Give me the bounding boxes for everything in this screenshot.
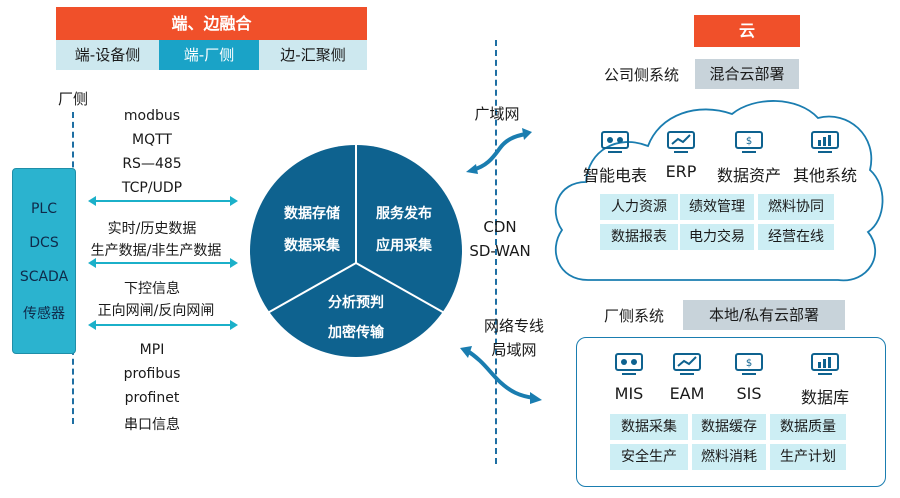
cloud-tag-performance: 绩效管理: [680, 194, 754, 220]
private-line-label: 网络专线: [483, 317, 544, 335]
eam-chart-icon: [673, 353, 701, 375]
proto-profinet: profinet: [124, 390, 180, 406]
network-dashed-line: [495, 40, 497, 464]
cdn-label: CDN: [483, 218, 517, 236]
data-asset-icon: $: [735, 131, 763, 153]
cloud-tag-power-trade: 电力交易: [680, 224, 754, 250]
cloud-title: 云: [694, 15, 800, 47]
tab-edge-aggregation[interactable]: 边-汇聚侧: [259, 40, 367, 70]
factory-system-mis: MIS: [614, 384, 644, 403]
svg-text:$: $: [746, 358, 752, 369]
hybrid-cloud-badge: 混合云部署: [695, 59, 799, 89]
svg-text:$: $: [746, 136, 752, 147]
proto-tcpudp: TCP/UDP: [121, 180, 183, 196]
device-dcs: DCS: [29, 235, 59, 251]
proto-serial: 串口信息: [124, 417, 180, 433]
control-info: 下控信息: [124, 281, 180, 297]
edge-fusion-title: 端、边融合: [56, 7, 367, 40]
circle-encryption: 加密传输: [328, 325, 384, 341]
cloud-system-data-asset: 数据资产: [716, 166, 781, 185]
cloud-tag-operation: 经营在线: [758, 224, 834, 250]
device-plc: PLC: [30, 201, 58, 217]
arrow-3: [88, 320, 238, 330]
factory-system-database: 数据库: [800, 388, 849, 407]
circle-analysis: 分析预判: [328, 295, 384, 311]
device-sensor: 传感器: [23, 306, 65, 322]
factory-system-eam: EAM: [669, 384, 705, 403]
arrow-1: [88, 196, 238, 206]
cloud-system-other: 其他系统: [792, 166, 857, 185]
gateway-info: 正向网闸/反向网闸: [97, 303, 215, 319]
proto-rs485: RS—485: [122, 156, 182, 172]
circle-data-collection: 数据采集: [284, 238, 340, 254]
lan-label: 局域网: [491, 341, 537, 359]
factory-side-label: 厂侧: [58, 90, 89, 108]
private-cloud-badge: 本地/私有云部署: [683, 300, 845, 330]
cloud-system-smart-meter: 智能电表: [582, 166, 647, 185]
cloud-tag-fuel: 燃料协同: [758, 194, 834, 220]
other-system-icon: [811, 131, 839, 153]
tab-device-side[interactable]: 端-设备侧: [56, 40, 159, 70]
circle-app-collection: 应用采集: [376, 238, 432, 254]
cloud-shape: [554, 100, 884, 282]
factory-system-label: 厂侧系统: [604, 307, 665, 325]
circle-data-storage: 数据存储: [284, 206, 340, 222]
factory-system-sis: SIS: [736, 384, 762, 403]
wan-arrow: [466, 128, 532, 174]
cloud-tag-hr: 人力资源: [600, 194, 678, 220]
sdwan-label: SD-WAN: [469, 242, 531, 260]
tab-factory-side[interactable]: 端-厂侧: [159, 40, 259, 70]
factory-tag-production-plan: 生产计划: [770, 444, 846, 470]
factory-tag-fuel-consumption: 燃料消耗: [692, 444, 766, 470]
factory-tag-safety: 安全生产: [610, 444, 688, 470]
erp-chart-icon: [667, 131, 695, 153]
arrow-2: [88, 258, 238, 268]
circle-service-publish: 服务发布: [376, 206, 432, 222]
mis-icon: [615, 353, 643, 375]
wan-label: 广域网: [474, 105, 520, 123]
device-box: PLC DCS SCADA 传感器: [12, 168, 76, 354]
sis-icon: $: [735, 353, 763, 375]
factory-tag-data-cache: 数据缓存: [692, 414, 766, 440]
proto-mpi: MPI: [139, 342, 165, 358]
proto-modbus: modbus: [123, 108, 181, 124]
smart-meter-icon: [601, 131, 629, 153]
cloud-tag-report: 数据报表: [600, 224, 678, 250]
data-production: 生产数据/非生产数据: [90, 243, 222, 259]
proto-profibus: profibus: [123, 366, 181, 382]
database-icon: [811, 353, 839, 375]
lan-arrow: [460, 346, 542, 404]
data-realtime-history: 实时/历史数据: [107, 221, 197, 237]
factory-tag-data-collect: 数据采集: [610, 414, 688, 440]
proto-mqtt: MQTT: [132, 132, 172, 148]
device-scada: SCADA: [19, 269, 69, 285]
company-system-label: 公司侧系统: [604, 66, 680, 84]
circle-dividers: [263, 145, 449, 316]
cloud-system-erp: ERP: [665, 162, 697, 181]
factory-tag-data-quality: 数据质量: [770, 414, 846, 440]
